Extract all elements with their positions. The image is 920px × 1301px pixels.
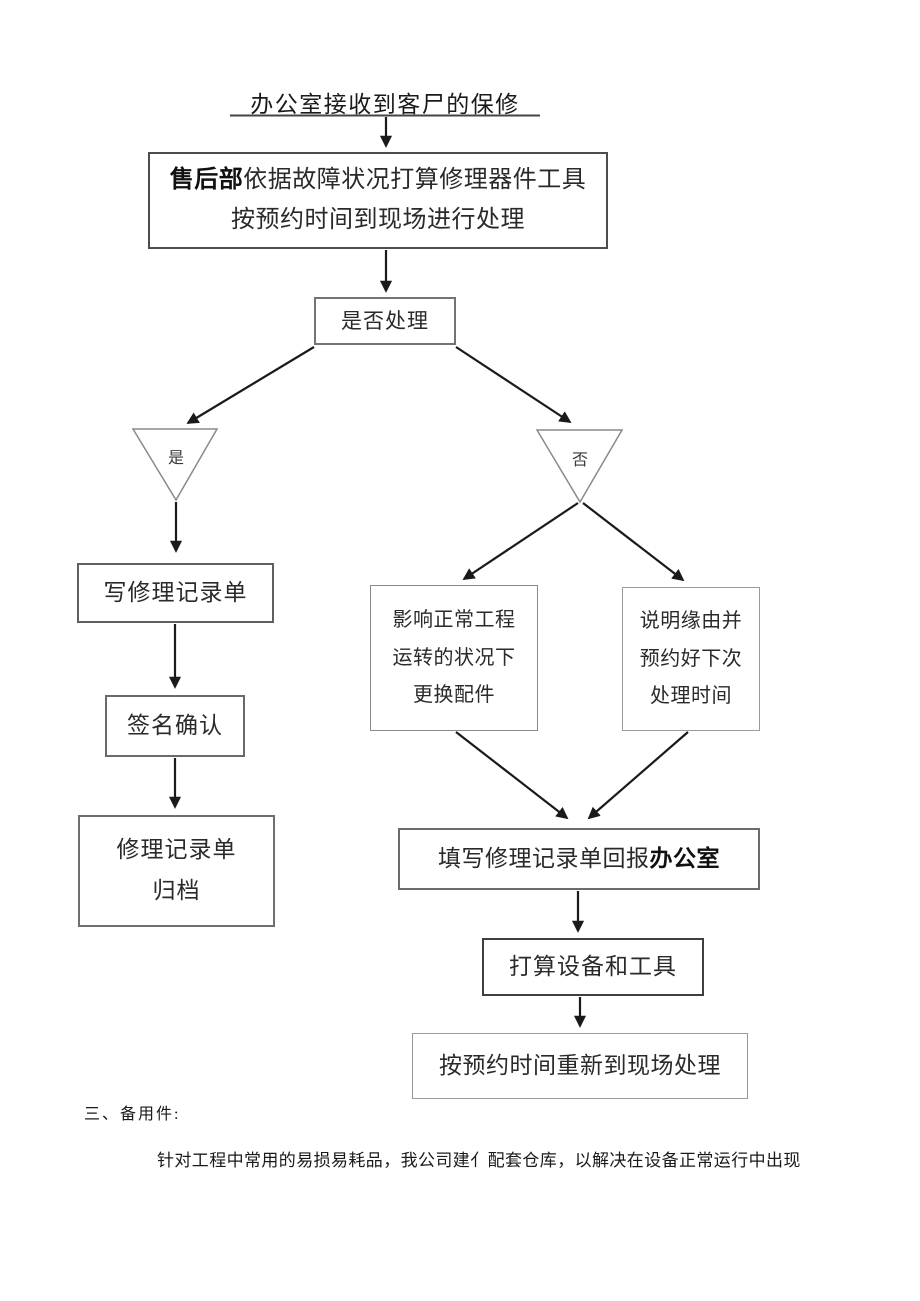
sign-confirm-label: 签名确认 [127, 712, 223, 738]
arrow-replace-parts-to-report [455, 731, 569, 820]
arrow-decision-to-no [455, 346, 572, 423]
section-heading: 三、备用件: [84, 1106, 181, 1123]
arrow-no-to-explain [582, 502, 685, 582]
triangle-no [535, 429, 624, 504]
arrow-explain-to-report [587, 731, 689, 820]
report-bold-label: 办公室 [649, 845, 720, 871]
box-prepare-tools: 打算设备和工具 [482, 938, 704, 996]
box-decision: 是否处理 [314, 297, 456, 345]
box-report-office: 填写修理记录单回报办公室 [398, 828, 760, 890]
archive-line1: 修理记录单 [116, 837, 237, 863]
report-normal-text: 填写修理记录单回报 [438, 845, 650, 871]
box-replace-parts: 影响正常工程 运转的状况下 更换配件 [370, 585, 538, 731]
prepare-label: 打算设备和工具 [509, 953, 677, 979]
arrow-no-to-replace-parts [462, 502, 579, 581]
box-aftersales: 售后部依据故障状况打算修理器件工具 按预约时间到现场进行处理 [148, 152, 608, 249]
label-yes: 是 [167, 450, 184, 467]
flow-start-label: 办公室接收到客尸的保修 [250, 92, 520, 117]
box-sign-confirm: 签名确认 [105, 695, 245, 757]
box-archive: 修理记录单 归档 [78, 815, 275, 927]
aftersales-line1-text: 依据故障状况打算修理器件工具 [243, 166, 587, 193]
archive-line2: 归档 [152, 878, 201, 904]
explain-line3: 处理时间 [650, 684, 732, 707]
box-aftersales-line2: 按预约时间到现场进行处理 [231, 206, 525, 233]
arrow-decision-to-yes [186, 346, 315, 424]
box-explain-reschedule: 说明缘由并 预约好下次 处理时间 [622, 587, 760, 731]
explain-line1: 说明缘由并 [639, 610, 743, 633]
box-revisit-site: 按预约时间重新到现场处理 [412, 1033, 748, 1099]
replace-parts-line2: 运转的状况下 [392, 646, 516, 669]
label-no: 否 [571, 452, 588, 469]
revisit-label: 按预约时间重新到现场处理 [439, 1052, 721, 1078]
triangle-yes [131, 428, 219, 502]
box-aftersales-line1: 售后部依据故障状况打算修理器件工具 [170, 167, 587, 195]
replace-parts-line3: 更换配件 [413, 684, 495, 707]
replace-parts-line1: 影响正常工程 [392, 608, 516, 631]
write-record-label: 写修理记录单 [103, 579, 248, 605]
decision-label: 是否处理 [341, 308, 429, 333]
explain-line2: 预约好下次 [639, 647, 743, 670]
report-label: 填写修理记录单回报办公室 [438, 846, 720, 872]
aftersales-bold-label: 售后部 [169, 166, 244, 193]
body-paragraph: 针对工程中常用的易损易耗品，我公司建亻配套仓库，以解决在设备正常运行中出现 [157, 1151, 801, 1170]
box-write-record: 写修理记录单 [77, 563, 274, 623]
